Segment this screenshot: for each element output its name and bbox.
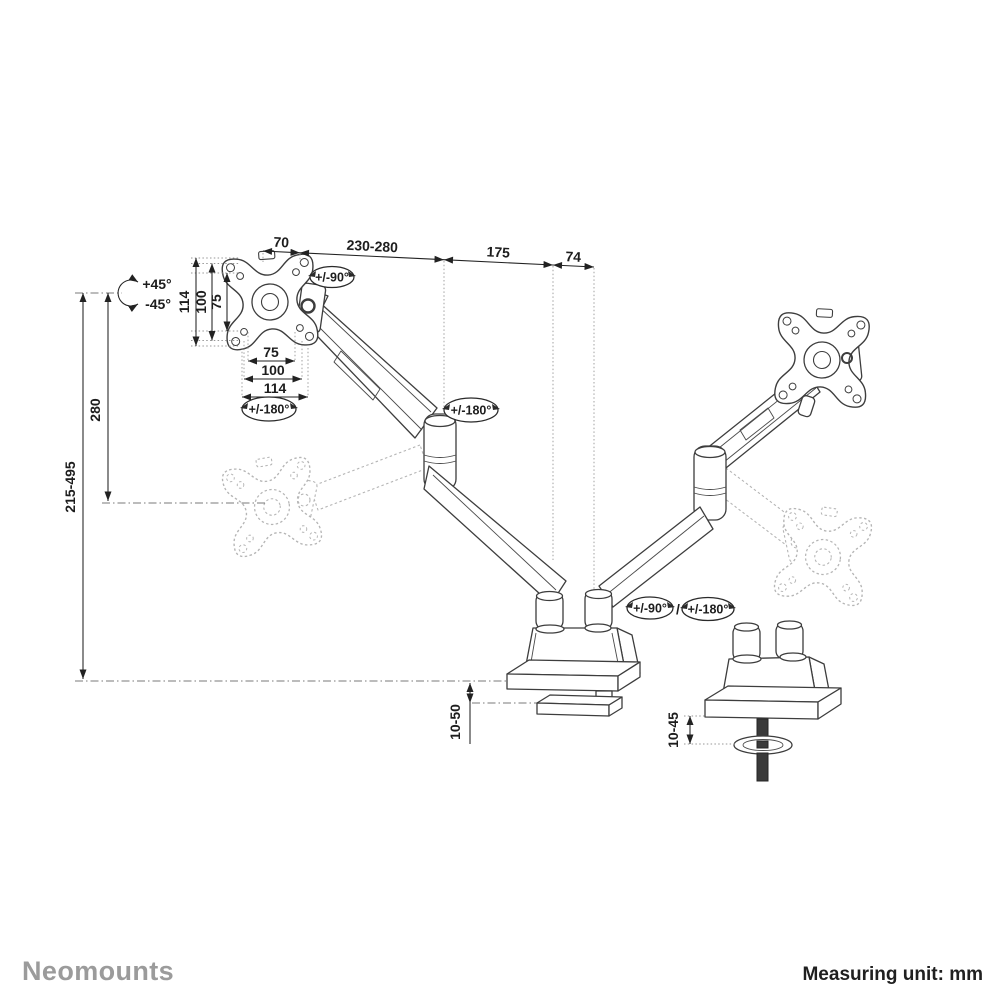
grommet-top-plate — [704, 699, 819, 720]
dim-arm-reach: 230-280 — [346, 237, 398, 256]
base-rotate-label: +/-180° — [688, 603, 729, 617]
swivel-badge: +/-90° — [308, 265, 356, 289]
dimension-annotations: 70 230-280 175 74 114 100 75 75 100 114 … — [62, 234, 694, 748]
ghost-arm-left — [309, 444, 429, 511]
left-tilt-knob — [300, 298, 316, 314]
base-swivel-label: +/-90° — [633, 602, 667, 616]
measuring-unit-label: Measuring unit: mm — [802, 964, 983, 985]
dim-vesa-h-100: 100 — [261, 362, 285, 378]
tilt-rotation-arrow — [117, 274, 139, 313]
right-monitor-arm — [584, 336, 863, 631]
tilt-minus-label: -45° — [145, 296, 171, 312]
dim-height-range: 215-495 — [62, 461, 78, 513]
dim-grommet-thickness: 10-45 — [665, 712, 681, 748]
dim-clamp-thickness: 10-50 — [447, 704, 463, 740]
dim-forearm: 175 — [486, 243, 510, 260]
ghost-arm-right — [703, 461, 801, 546]
right-tilt-knob — [841, 352, 853, 364]
dim-lift-range: 280 — [87, 398, 103, 422]
clamp-top-plate — [506, 673, 619, 692]
vesa-rotation-badge: +/-180° — [240, 396, 298, 422]
dim-vesa-v-75: 75 — [208, 294, 224, 310]
dim-vesa-v-100: 100 — [193, 290, 209, 314]
clamp-jaw — [536, 702, 610, 717]
tilt-plus-label: +45° — [142, 276, 171, 292]
dim-top-offset: 70 — [273, 234, 290, 251]
swivel-label: +/-90° — [315, 271, 349, 285]
elbow-rotation-badge: +/-180° — [442, 397, 500, 423]
angle-separator: / — [676, 601, 680, 617]
brand-logo: Neomounts — [22, 956, 175, 986]
base-rotation-badges: +/-90° / +/-180° — [625, 596, 736, 622]
elbow-rotation-label: +/-180° — [451, 404, 492, 418]
dim-vesa-h-75: 75 — [263, 344, 279, 360]
desk-clamp-base — [506, 623, 641, 717]
dim-vesa-v-114: 114 — [176, 290, 192, 313]
vesa-rotation-label: +/-180° — [249, 403, 290, 417]
left-monitor-arm — [295, 282, 567, 631]
left-arm-lowered-ghost — [290, 444, 429, 522]
dim-mount-offset: 74 — [565, 248, 582, 265]
dim-vesa-h-114: 114 — [264, 380, 287, 396]
tilt-angle-annotation: +45° -45° — [117, 274, 172, 313]
right-vesa-plate-ghost — [772, 501, 875, 608]
grommet-base — [704, 620, 842, 782]
